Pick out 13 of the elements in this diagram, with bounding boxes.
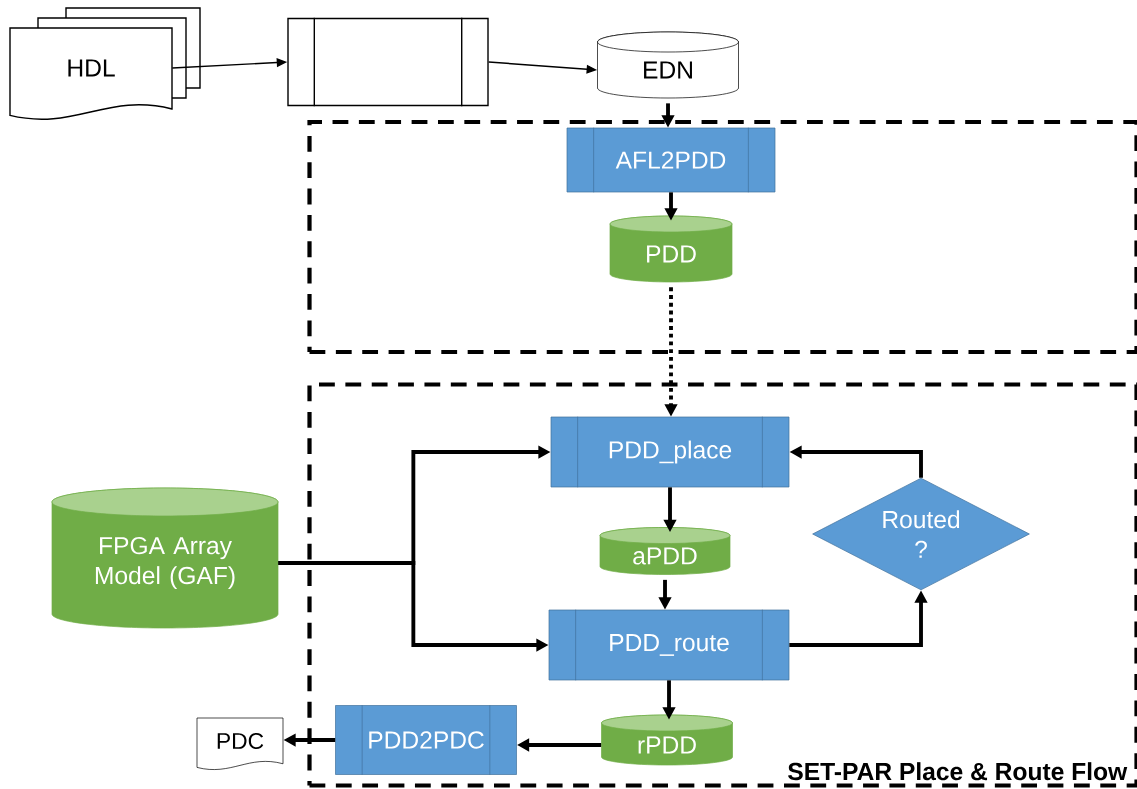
process-box — [287, 17, 489, 107]
process-box: PDD_place — [550, 416, 790, 488]
database-cylinder: FPGA Array Model (GAF) — [51, 487, 279, 629]
process-box: PDD_route — [548, 609, 790, 681]
process-box: AFL2PDD — [566, 127, 776, 193]
database-cylinder: PDD — [609, 215, 733, 283]
document-stack: HDL — [9, 7, 201, 120]
database-cylinder: aPDD — [599, 527, 731, 575]
database-cylinder: rPDD — [601, 714, 733, 766]
dashed-frame — [307, 119, 1137, 355]
process-box: PDD2PDC — [335, 704, 517, 776]
group-heading: SET-PAR Place & Route Flow — [788, 762, 1128, 781]
database-cylinder: EDN — [597, 31, 739, 99]
